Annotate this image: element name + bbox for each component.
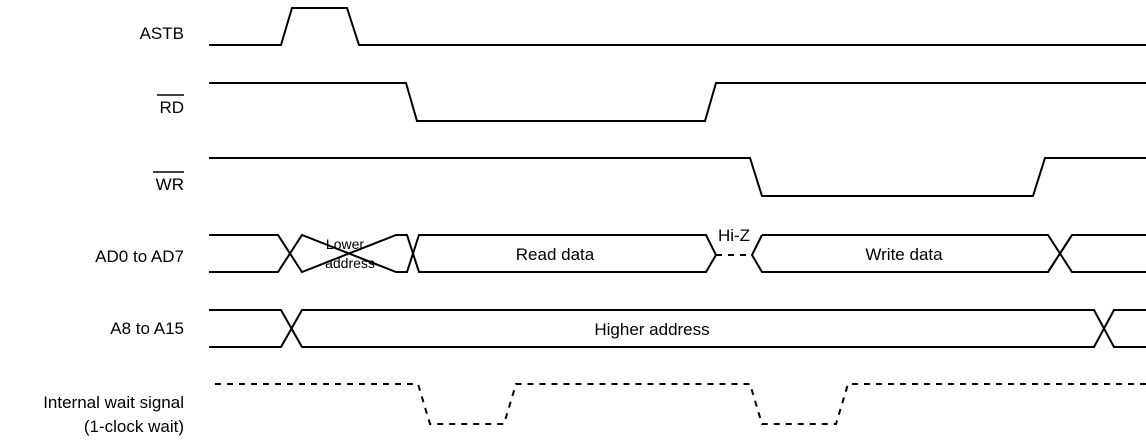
a-label: A8 to A15 [110, 319, 184, 338]
hi-z-label: Hi-Z [718, 226, 750, 245]
wait-label-line1: Internal wait signal [43, 393, 184, 412]
lower-address-line1: Lower [326, 236, 364, 252]
read-data-label: Read data [516, 245, 595, 264]
wait-label-line2: (1-clock wait) [84, 417, 184, 436]
higher-address-label: Higher address [594, 320, 709, 339]
write-data-label: Write data [865, 245, 943, 264]
a-bus-waveform [209, 309, 1146, 348]
rd-label: RD [159, 98, 184, 117]
astb-label: ASTB [140, 24, 184, 43]
wr-waveform [209, 157, 1146, 197]
rd-waveform [209, 82, 1146, 122]
lower-address-line2: address [325, 255, 375, 271]
astb-waveform [209, 7, 1146, 46]
wait-waveform [215, 383, 1146, 425]
wr-label: WR [156, 175, 184, 194]
ad-label: AD0 to AD7 [95, 247, 184, 266]
ad-bus-waveform [209, 233, 1146, 274]
